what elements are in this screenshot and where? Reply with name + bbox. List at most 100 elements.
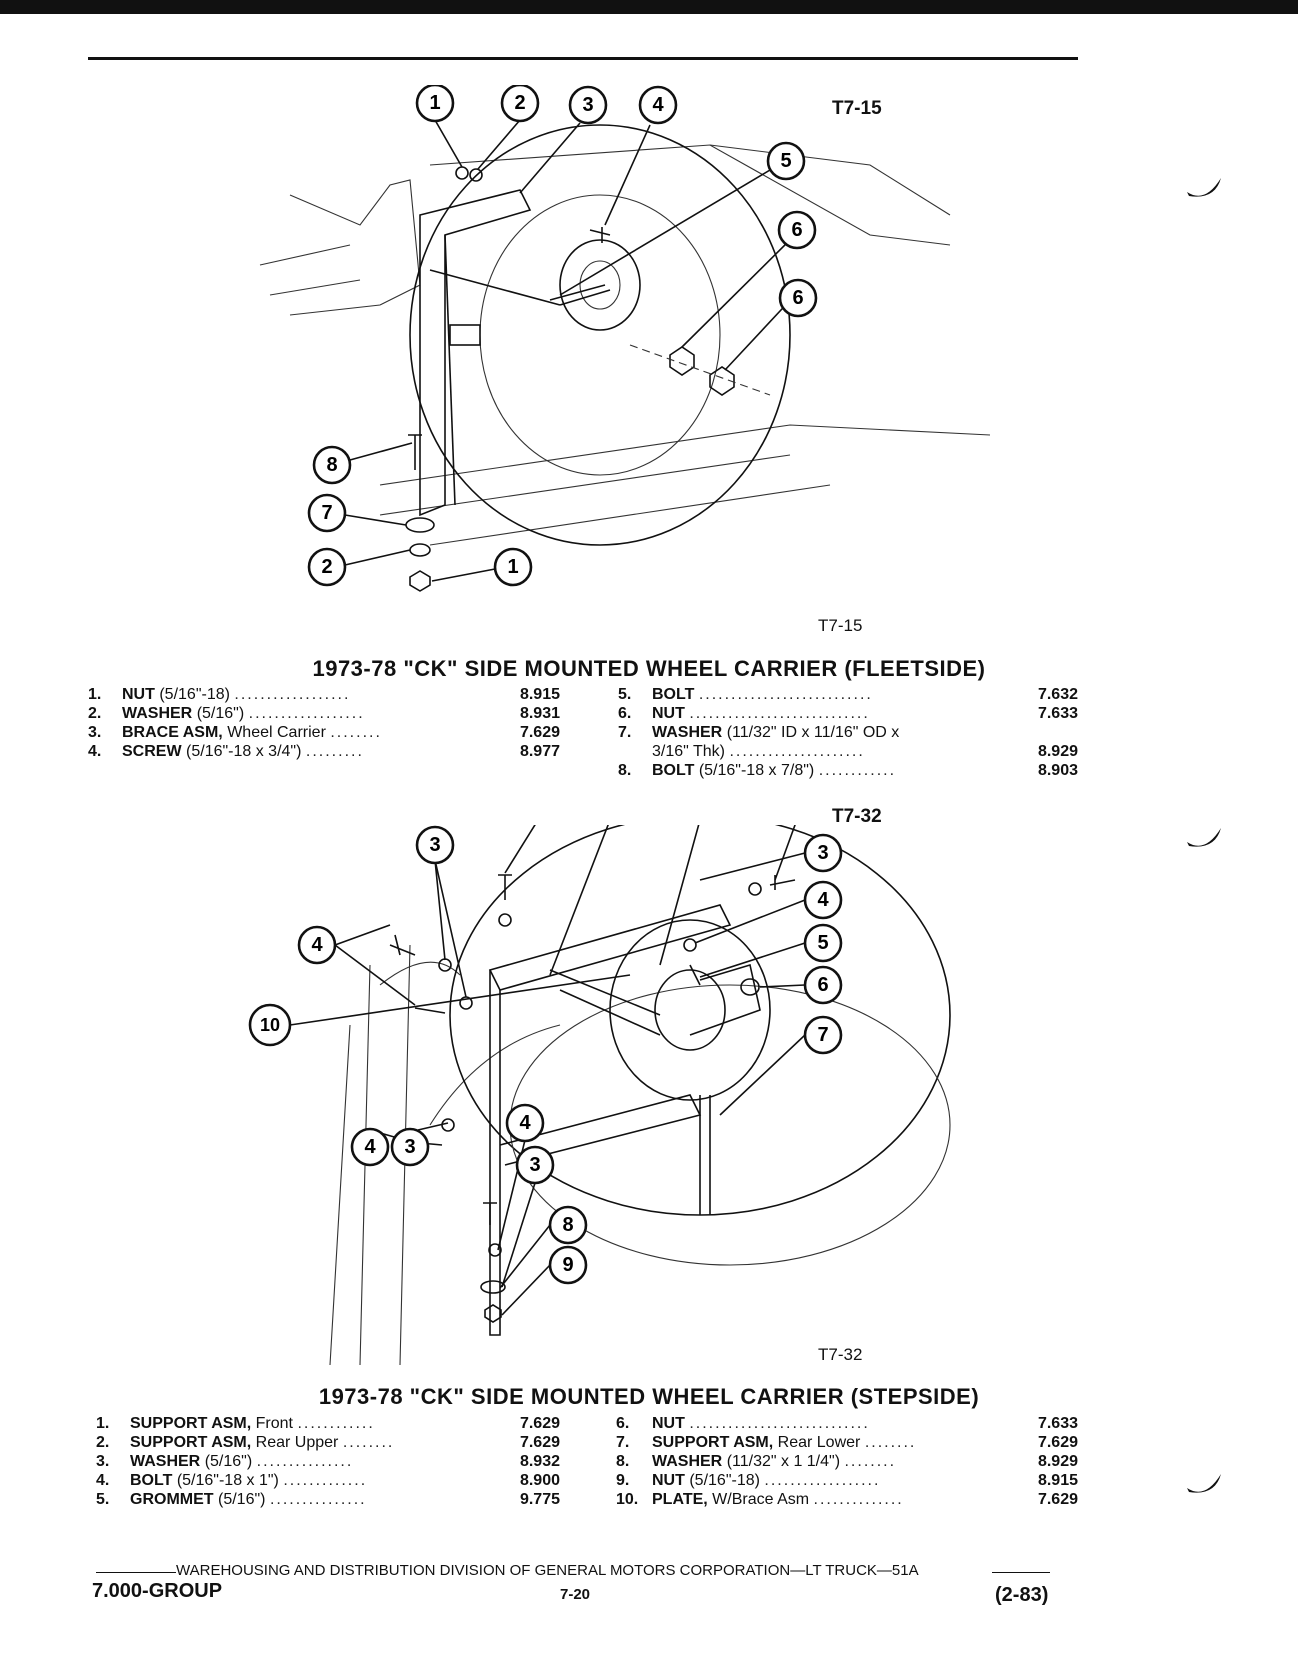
svg-text:5: 5: [780, 150, 791, 172]
callout-3-bottom-c: 3: [515, 1145, 555, 1185]
part-num: 2.: [88, 705, 102, 722]
part-num: 7.: [616, 1434, 630, 1451]
svg-text:3: 3: [429, 834, 440, 856]
part-num: 6.: [618, 705, 632, 722]
svg-text:6: 6: [817, 974, 828, 996]
part-code: 8.915: [519, 686, 560, 703]
part-desc: WASHER (5/16") ...............: [130, 1453, 354, 1470]
svg-text:7: 7: [817, 1024, 828, 1046]
part-desc: WASHER (11/32" ID x 11/16" OD x: [652, 724, 900, 741]
part-code: 7.629: [519, 1415, 560, 1432]
callout-4-bottom-c: 4: [803, 880, 843, 920]
part-num: 6.: [616, 1415, 630, 1432]
figure-id-top: T7-15: [832, 98, 882, 119]
part-code: 8.900: [519, 1472, 560, 1489]
margin-mark-1: [1187, 178, 1221, 197]
part-num: 3.: [96, 1453, 110, 1470]
part-num: 9.: [616, 1472, 630, 1489]
part-desc: BOLT (5/16"-18 x 7/8") ............: [652, 762, 897, 779]
parts-row: 2. WASHER (5/16") .................. 8.9…: [88, 705, 560, 724]
part-num: 5.: [618, 686, 632, 703]
svg-text:1: 1: [429, 92, 440, 114]
callout-8-top: 8: [312, 445, 352, 485]
part-num: 1.: [96, 1415, 110, 1432]
callout-1-top: 1: [415, 85, 455, 123]
header-rule: [88, 57, 1078, 60]
parts-row: 6. NUT ............................ 7.63…: [618, 705, 1078, 724]
part-code: 7.629: [519, 1434, 560, 1451]
parts-row: 1. SUPPORT ASM, Front ............ 7.629: [96, 1415, 560, 1434]
svg-text:4: 4: [364, 1136, 376, 1158]
part-code: 7.633: [1037, 1415, 1078, 1432]
callout-9-bottom: 9: [548, 1245, 588, 1285]
part-desc: BOLT (5/16"-18 x 1") .............: [130, 1472, 368, 1489]
part-code: 7.633: [1037, 705, 1078, 722]
parts-row: 7. WASHER (11/32" ID x 11/16" OD x: [618, 724, 1078, 743]
parts-row: 10. PLATE, W/Brace Asm .............. 7.…: [616, 1491, 1078, 1510]
parts-row: 9. NUT (5/16"-18) .................. 8.9…: [616, 1472, 1078, 1491]
fleetside-diagram: 1 2 3 4 5 6 6 8 7 2 1: [259, 85, 991, 592]
parts-row: 5. GROMMET (5/16") ............... 9.775: [96, 1491, 560, 1510]
callout-7-bottom: 7: [803, 1015, 843, 1055]
footer-group: 7.000-GROUP: [92, 1580, 223, 1602]
part-desc: BRACE ASM, Wheel Carrier ........: [122, 724, 382, 741]
part-desc: 3/16" Thk) .....................: [652, 743, 865, 760]
part-code: 8.915: [1037, 1472, 1078, 1489]
callout-2b-top: 2: [307, 547, 347, 587]
svg-text:4: 4: [652, 94, 664, 116]
callout-6a-top: 6: [777, 210, 817, 250]
footer-rule-left: [96, 1572, 176, 1573]
part-desc: NUT (5/16"-18) ..................: [122, 686, 351, 703]
margin-mark-2: [1187, 828, 1221, 847]
part-code-empty: [1019, 724, 1078, 743]
part-num: 2.: [96, 1434, 110, 1451]
callout-5-top: 5: [766, 141, 806, 181]
callout-8-bottom: 8: [548, 1205, 588, 1245]
part-num: 4.: [88, 743, 102, 760]
figure-id-bottom-bottom: T7-32: [818, 1345, 863, 1364]
callout-6-bottom: 6: [803, 965, 843, 1005]
part-num: 3.: [88, 724, 102, 741]
svg-text:1: 1: [507, 556, 518, 578]
stepside-parts-left: 1. SUPPORT ASM, Front ............ 7.629…: [96, 1415, 560, 1510]
part-num: 10.: [616, 1491, 639, 1508]
part-desc: WASHER (5/16") ..................: [122, 705, 365, 722]
callout-4-bottom-f: 4: [350, 1127, 390, 1167]
callout-6b-top: 6: [778, 278, 818, 318]
parts-row: 4. SCREW (5/16"-18 x 3/4") ......... 8.9…: [88, 743, 560, 762]
svg-text:7: 7: [321, 502, 332, 524]
fleetside-parts-left: 1. NUT (5/16"-18) .................. 8.9…: [88, 686, 560, 762]
part-desc: SUPPORT ASM, Front ............: [130, 1415, 375, 1432]
part-code: 7.629: [1037, 1434, 1078, 1451]
part-desc: NUT ............................: [652, 705, 870, 722]
parts-row: 4. BOLT (5/16"-18 x 1") ............. 8.…: [96, 1472, 560, 1491]
svg-text:3: 3: [817, 842, 828, 864]
part-num-empty: [618, 743, 652, 762]
svg-text:3: 3: [582, 94, 593, 116]
callout-4-bottom-e: 4: [505, 1103, 545, 1143]
part-code: 7.629: [1037, 1491, 1078, 1508]
parts-row: 5. BOLT ........................... 7.63…: [618, 686, 1078, 705]
svg-text:6: 6: [791, 219, 802, 241]
svg-text:2: 2: [514, 92, 525, 114]
svg-text:9: 9: [562, 1254, 573, 1276]
parts-row: 3. WASHER (5/16") ............... 8.932: [96, 1453, 560, 1472]
margin-mark-3: [1187, 1474, 1221, 1493]
part-num: 8.: [618, 762, 632, 779]
part-desc: PLATE, W/Brace Asm ..............: [652, 1491, 904, 1508]
fleetside-title: 1973-78 "CK" SIDE MOUNTED WHEEL CARRIER …: [312, 656, 986, 681]
fleetside-parts-right: 5. BOLT ........................... 7.63…: [618, 686, 1078, 781]
part-code: 8.903: [1037, 762, 1078, 779]
parts-row: 8. BOLT (5/16"-18 x 7/8") ............ 8…: [618, 762, 1078, 781]
parts-row: 1. NUT (5/16"-18) .................. 8.9…: [88, 686, 560, 705]
callout-3-bottom-d: 3: [390, 1127, 430, 1167]
callout-2-top: 2: [500, 85, 540, 123]
svg-text:8: 8: [562, 1214, 573, 1236]
svg-text:4: 4: [817, 889, 829, 911]
part-num: 7.: [618, 724, 632, 741]
svg-text:2: 2: [321, 556, 332, 578]
part-num: 4.: [96, 1472, 110, 1489]
svg-text:6: 6: [792, 287, 803, 309]
svg-text:4: 4: [311, 934, 323, 956]
top-border: [0, 0, 1298, 14]
